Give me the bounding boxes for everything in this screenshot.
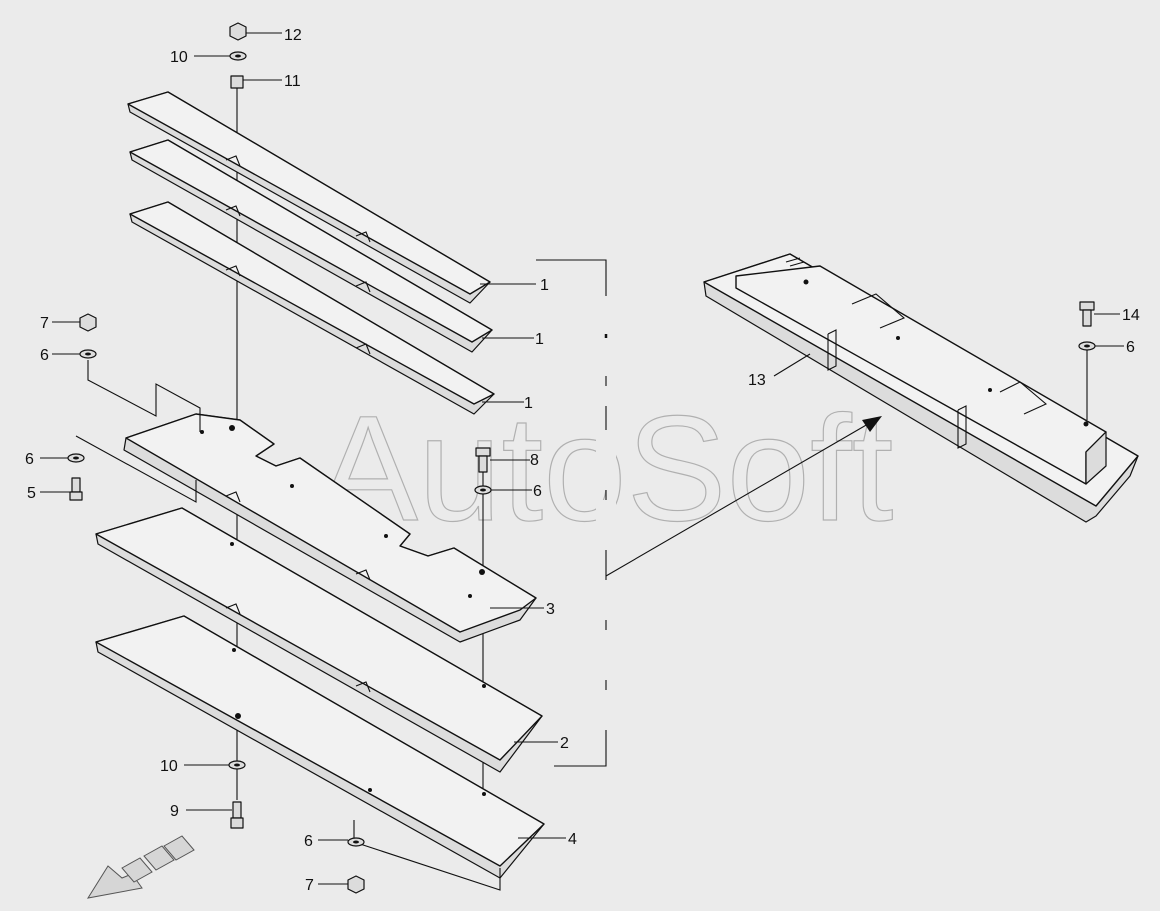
side-bracket-upper bbox=[87, 360, 201, 432]
callout-11: 11 bbox=[284, 73, 301, 90]
washer-part-6-assembly bbox=[1078, 341, 1096, 351]
plate-part-1-lower bbox=[129, 201, 495, 415]
washer-part-6-bottom bbox=[347, 837, 365, 847]
washer-part-10-top bbox=[229, 51, 247, 61]
callout-5: 5 bbox=[27, 485, 36, 502]
nut-part-7-bottom bbox=[347, 875, 365, 894]
callout-7-bottom: 7 bbox=[305, 877, 314, 894]
callout-12: 12 bbox=[284, 27, 302, 44]
callout-13: 13 bbox=[748, 372, 766, 389]
nut-part-7-left bbox=[79, 313, 97, 332]
assembly-bracket-dashes bbox=[596, 296, 616, 730]
plate-part-2 bbox=[95, 507, 543, 773]
callout-7-left: 7 bbox=[40, 315, 49, 332]
washer-part-10-bottom bbox=[228, 760, 246, 770]
leader-lines bbox=[40, 32, 1124, 885]
callout-6-bottom: 6 bbox=[304, 833, 313, 850]
callout-9: 9 bbox=[170, 803, 179, 820]
washer-part-6-left-upper bbox=[79, 349, 97, 359]
callout-3: 3 bbox=[546, 601, 555, 618]
washer-part-6-left-lower bbox=[67, 453, 85, 463]
side-bracket-middle bbox=[75, 435, 197, 503]
callout-6-left-lower: 6 bbox=[25, 451, 34, 468]
bolt-part-8 bbox=[475, 447, 491, 473]
callout-6-assembly: 6 bbox=[1126, 339, 1135, 356]
callout-10-top: 10 bbox=[170, 49, 188, 66]
side-bracket-lower bbox=[353, 820, 501, 891]
callout-6-right: 6 bbox=[533, 483, 542, 500]
bolt-part-5 bbox=[69, 477, 83, 501]
callout-8: 8 bbox=[530, 452, 539, 469]
assembly-arrow-head bbox=[862, 416, 882, 432]
assembly-part-13 bbox=[703, 253, 1139, 523]
callout-10-bottom: 10 bbox=[160, 758, 178, 775]
callout-4: 4 bbox=[568, 831, 577, 848]
callout-1-lower: 1 bbox=[524, 395, 533, 412]
bolt-part-9 bbox=[230, 801, 244, 829]
plate-part-4 bbox=[95, 615, 545, 879]
front-direction-arrow bbox=[86, 835, 195, 899]
nut-part-12 bbox=[229, 22, 247, 41]
spacer-part-11 bbox=[230, 75, 244, 89]
plate-part-3 bbox=[123, 413, 537, 643]
callout-14: 14 bbox=[1122, 307, 1140, 324]
callout-1-middle: 1 bbox=[535, 331, 544, 348]
plate-part-1-top bbox=[127, 91, 491, 304]
washer-part-6-right bbox=[474, 485, 492, 495]
callout-2: 2 bbox=[560, 735, 569, 752]
plate-part-1-middle bbox=[129, 139, 493, 353]
assembly-arrow-line bbox=[605, 423, 869, 577]
callout-6-left-upper: 6 bbox=[40, 347, 49, 364]
callout-1-top: 1 bbox=[540, 277, 549, 294]
bolt-part-14 bbox=[1079, 301, 1095, 327]
